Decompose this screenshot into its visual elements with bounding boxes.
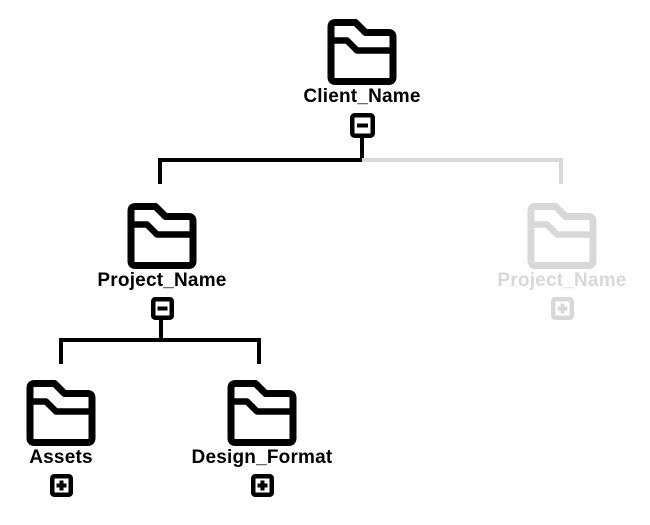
- folder-label: Assets: [29, 447, 93, 468]
- tree-node-assets: Assets: [0, 380, 146, 497]
- folder-icon[interactable]: [227, 380, 297, 446]
- expand-toggle-plus-icon[interactable]: [250, 474, 274, 497]
- folder-icon[interactable]: [127, 203, 197, 269]
- connector-level2-drop-design: [257, 338, 261, 364]
- connector-level2-horizontal: [59, 338, 261, 342]
- folder-label: Project_Name: [497, 270, 627, 291]
- folder-icon[interactable]: [527, 203, 597, 269]
- connector-client-stem: [360, 138, 364, 162]
- tree-node-design-format: Design_Format: [177, 380, 347, 497]
- folder-label: Design_Format: [191, 447, 333, 468]
- collapse-toggle-minus-icon[interactable]: [349, 113, 375, 138]
- folder-label: Client_Name: [303, 86, 421, 107]
- folder-icon[interactable]: [327, 19, 397, 85]
- expand-toggle-plus-icon[interactable]: [550, 297, 574, 320]
- folder-icon[interactable]: [26, 380, 96, 446]
- tree-node-project-inactive: Project_Name: [477, 203, 647, 320]
- connector-level1-drop-inactive: [559, 158, 563, 184]
- tree-node-project-active: Project_Name: [77, 203, 247, 320]
- connector-project-stem: [159, 319, 163, 342]
- connector-level2-drop-assets: [59, 338, 63, 364]
- connector-level1-drop-active: [158, 158, 162, 184]
- collapse-toggle-minus-icon[interactable]: [150, 297, 174, 320]
- expand-toggle-plus-icon[interactable]: [49, 474, 73, 497]
- folder-label: Project_Name: [97, 270, 227, 291]
- connector-level1-horizontal-inactive: [362, 158, 563, 162]
- tree-node-client: Client_Name: [277, 19, 447, 138]
- connector-level1-horizontal-active: [158, 158, 364, 162]
